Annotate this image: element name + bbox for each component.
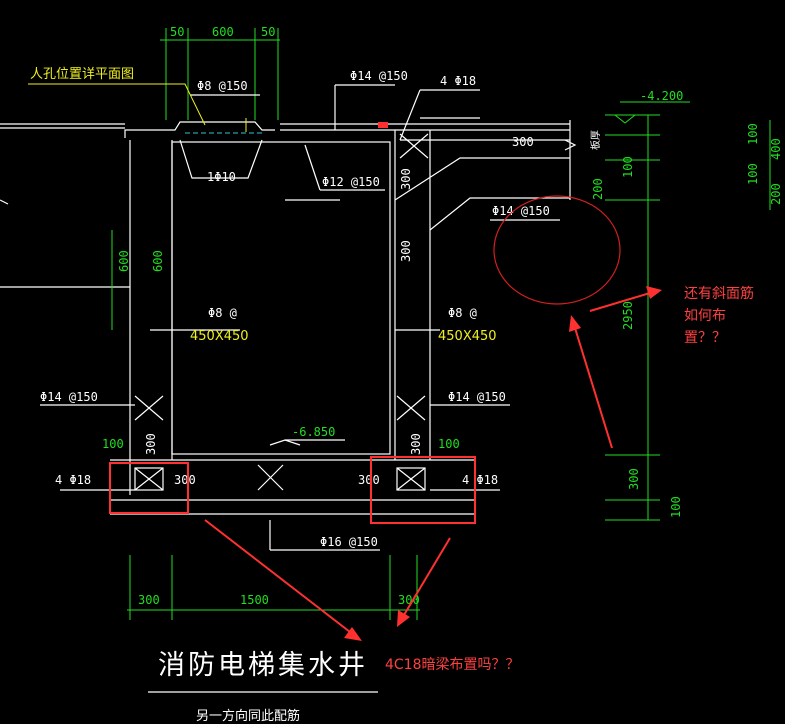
ground-level-lines bbox=[0, 123, 570, 288]
rebar-right-haunch: Φ8 @ bbox=[448, 306, 477, 320]
top-slab-300: 300 bbox=[512, 135, 534, 149]
dim-bottom-2: 1500 bbox=[240, 593, 269, 607]
manhole-note: 人孔位置详平面图 bbox=[30, 67, 134, 82]
dim-right-wall-100: 100 bbox=[438, 437, 460, 451]
dim-left-100: 100 bbox=[102, 437, 124, 451]
rebar-labels: 人孔位置详平面图 Φ8 @150 Φ14 @150 4 Φ18 1Φ10 Φ12… bbox=[30, 67, 550, 549]
dim-far-right-2: 200 bbox=[769, 183, 783, 205]
wall-300-3: 300 bbox=[144, 433, 158, 455]
dim-far-right-1: 100 bbox=[746, 163, 760, 185]
slope-question-1: 还有斜面筋 bbox=[684, 285, 754, 302]
top-dimension-chain: 50 600 50 bbox=[160, 25, 280, 120]
rebar-right-beam: 4 Φ18 bbox=[462, 473, 498, 487]
rebar-left-wall: Φ14 @150 bbox=[40, 390, 98, 404]
drawing-title: 消防电梯集水井 bbox=[158, 650, 368, 681]
drawing-subtitle: 另一方向同此配筋 bbox=[196, 708, 300, 724]
manhole-cover bbox=[124, 118, 388, 179]
rebar-left-haunch-size: 450X450 bbox=[190, 329, 249, 344]
left-dimension-texts: 600 600 100 100 bbox=[102, 230, 460, 451]
dim-far-right-3: 400 bbox=[769, 138, 783, 160]
wall-300-2: 300 bbox=[399, 240, 413, 262]
dim-top-2: 600 bbox=[212, 25, 234, 39]
wall-thickness-labels: 300 300 300 300 300 300 300 bbox=[144, 135, 534, 487]
dim-top-3: 50 bbox=[261, 25, 275, 39]
red-marker bbox=[378, 122, 388, 128]
slab-300-right: 300 bbox=[358, 473, 380, 487]
dim-right-300: 300 bbox=[627, 468, 641, 490]
rebar-left-haunch: Φ8 @ bbox=[208, 306, 237, 320]
left-beam-box bbox=[109, 462, 189, 514]
rebar-left-beam: 4 Φ18 bbox=[55, 473, 91, 487]
side-label: 板厚 bbox=[589, 130, 602, 150]
elevation-bottom: -6.850 bbox=[292, 425, 335, 439]
rebar-leaders bbox=[28, 83, 560, 551]
slab-300-left: 300 bbox=[174, 473, 196, 487]
beam-question: 4C18暗梁布置吗？？ bbox=[385, 657, 520, 673]
rebar-slope-bar: Φ14 @150 bbox=[492, 204, 550, 218]
right-beam-box bbox=[370, 456, 476, 524]
dim-left-600a: 600 bbox=[117, 250, 131, 272]
slope-question-3: 置？？ bbox=[684, 330, 726, 346]
elevation-top: -4.200 bbox=[640, 89, 683, 103]
far-right-dims: 100 200 400 100 bbox=[746, 120, 783, 210]
wall-300-1: 300 bbox=[399, 168, 413, 190]
rebar-bottom-slab: Φ16 @150 bbox=[320, 535, 378, 549]
dim-left-600b: 600 bbox=[151, 250, 165, 272]
dim-right-100b: 100 bbox=[669, 496, 683, 518]
dim-far-right-4: 100 bbox=[746, 123, 760, 145]
drawing-title-block: 消防电梯集水井 另一方向同此配筋 bbox=[148, 650, 378, 724]
review-markup: 还有斜面筋 如何布 置？？ 4C18暗梁布置吗？？ bbox=[109, 195, 754, 673]
slope-question-2: 如何布 bbox=[684, 308, 726, 324]
corner-bar-bundles bbox=[134, 133, 429, 491]
rebar-top-mesh: Φ8 @150 bbox=[197, 79, 248, 93]
dim-bottom-1: 300 bbox=[138, 593, 160, 607]
wall-300-4: 300 bbox=[409, 433, 423, 455]
rebar-right-haunch-size: 450X450 bbox=[438, 329, 497, 344]
dim-top-1: 50 bbox=[170, 25, 184, 39]
rebar-corner-bars: 4 Φ18 bbox=[440, 74, 476, 88]
right-dimension-column: -4.200 100 200 2950 300 100 板厚 bbox=[589, 89, 690, 521]
dim-right-200: 200 bbox=[591, 178, 605, 200]
bottom-dimension-chain: 300 1500 300 bbox=[127, 555, 420, 620]
rebar-cover-slab: Φ12 @150 bbox=[322, 175, 380, 189]
rebar-slab-top: Φ14 @150 bbox=[350, 69, 408, 83]
rebar-manhole-ring: 1Φ10 bbox=[207, 170, 236, 184]
dim-right-2950: 2950 bbox=[621, 301, 635, 330]
rebar-right-wall: Φ14 @150 bbox=[448, 390, 506, 404]
dim-right-100: 100 bbox=[621, 156, 635, 178]
slope-bar-circle bbox=[493, 195, 621, 305]
